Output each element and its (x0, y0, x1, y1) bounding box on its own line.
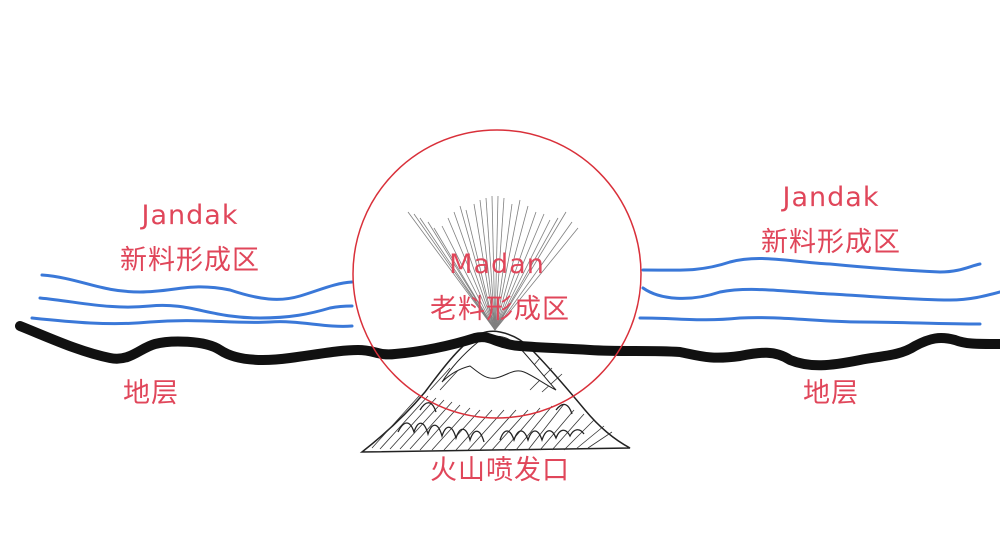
right-zone-desc: 新料形成区 (761, 227, 901, 258)
left-zone-desc: 新料形成区 (120, 245, 260, 276)
right-water-line-2 (641, 286, 1000, 302)
right-water-line-1 (641, 257, 982, 274)
right-water-layers (638, 257, 1000, 326)
left-water-line-3 (30, 316, 354, 328)
right-zone-name: Jandak (782, 182, 880, 213)
vent-label: 火山喷发口 (430, 455, 570, 486)
madan-highlight-circle (352, 129, 642, 419)
volcano-icon (359, 330, 631, 453)
center-zone-desc: 老料形成区 (430, 294, 570, 325)
stratum-label-left: 地层 (123, 378, 179, 409)
left-zone-name: Jandak (141, 200, 239, 231)
left-water-line-1 (40, 273, 354, 301)
center-zone-name: Madan (449, 249, 545, 280)
volcano-body (359, 330, 631, 453)
right-water-line-3 (638, 316, 982, 326)
left-water-layers (30, 273, 354, 328)
volcano-ridges (397, 402, 585, 443)
stratum-label-right: 地层 (803, 378, 859, 409)
eruption-rays-icon (407, 195, 579, 331)
left-water-line-2 (38, 296, 354, 320)
stratum-line (15, 321, 1000, 371)
